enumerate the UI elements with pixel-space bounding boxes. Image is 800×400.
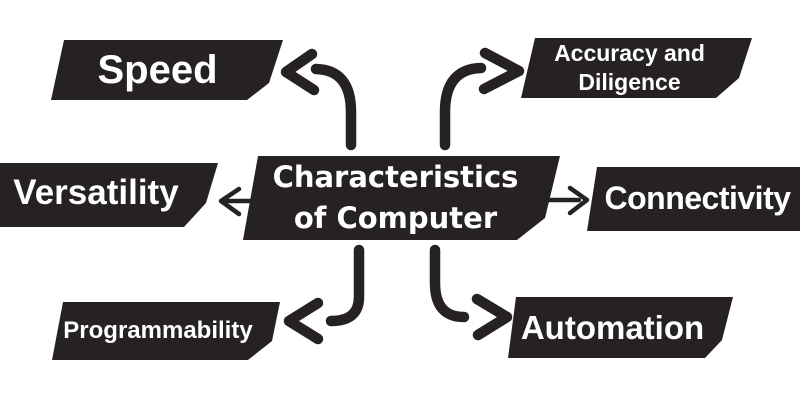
arrow-to-connectivity	[544, 185, 590, 216]
arrow-to-versatility	[218, 186, 253, 217]
node-versatility-label: Versatility	[13, 173, 179, 212]
node-programmability-label: Programmability	[63, 317, 253, 344]
node-speed: Speed	[51, 40, 283, 100]
node-connectivity-label: Connectivity	[604, 179, 791, 216]
node-automation: Automation	[508, 297, 733, 358]
node-accuracy-line1: Accuracy and	[554, 40, 705, 67]
node-speed-label: Speed	[97, 47, 218, 92]
arrow-to-programmability	[283, 244, 365, 345]
center-node-line1: Characteristics	[272, 159, 519, 194]
node-programmability: Programmability	[52, 302, 280, 360]
arrow-to-speed	[280, 48, 357, 151]
arrow-to-accuracy-diligence	[439, 47, 525, 151]
arrow-to-automation	[429, 244, 513, 341]
node-accuracy-line2: Diligence	[578, 69, 681, 95]
node-versatility: Versatility	[0, 163, 218, 227]
node-connectivity: Connectivity	[587, 167, 800, 231]
node-automation-label: Automation	[520, 308, 705, 346]
center-node-line2: of Computer	[293, 201, 498, 235]
node-accuracy-and-diligence: Accuracy and Diligence	[521, 38, 752, 98]
center-node-characteristics-of-computer: Characteristics of Computer	[243, 156, 560, 240]
